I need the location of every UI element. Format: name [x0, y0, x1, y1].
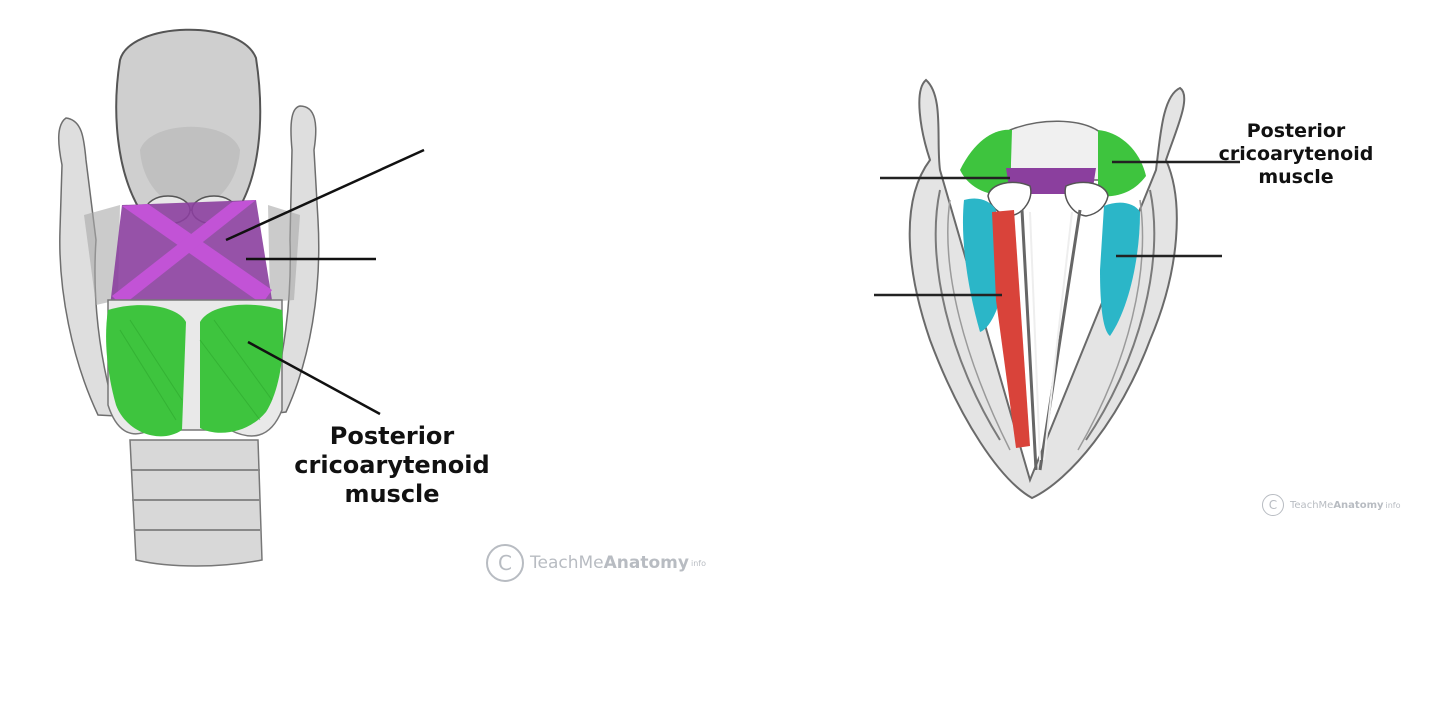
- epiglottis: [115, 28, 262, 211]
- watermark-suffix: info: [690, 558, 706, 568]
- leader-lines: [225, 148, 425, 416]
- label-line: muscle: [344, 479, 440, 508]
- copyright-icon: C: [1262, 494, 1284, 516]
- label-line: muscle: [1258, 165, 1334, 188]
- watermark-suffix: info: [1385, 500, 1401, 510]
- leader-lines-right: [874, 160, 1240, 297]
- posterior-cricoarytenoid-muscles: [106, 304, 284, 437]
- copyright-icon: C: [486, 544, 524, 582]
- thyroid-cartilage-outline: [908, 78, 1186, 500]
- label-line: Posterior: [329, 422, 455, 450]
- label-line: cricoarytenoid: [1218, 142, 1374, 165]
- watermark-prefix: TeachMe: [1290, 499, 1334, 511]
- thyroarytenoid-muscle: [992, 210, 1030, 448]
- posterior-cricoarytenoid-label-right: Posterior cricoarytenoid muscle: [1212, 120, 1380, 188]
- label-line: cricoarytenoid: [294, 450, 490, 479]
- arytenoid-muscles: [110, 200, 272, 306]
- lateral-cricoarytenoid-muscles: [962, 198, 1140, 336]
- watermark-prefix: TeachMe: [530, 553, 604, 573]
- watermark-brand: Anatomy: [603, 553, 689, 573]
- vocal-ligaments: [1020, 209, 1082, 471]
- posterior-cricoarytenoid-label-left: Posterior cricoarytenoid muscle: [288, 422, 496, 508]
- label-line: Posterior: [1246, 120, 1346, 142]
- trachea: [129, 439, 263, 567]
- posterior-larynx-view: [58, 28, 425, 567]
- watermark-brand: Anatomy: [1333, 499, 1384, 511]
